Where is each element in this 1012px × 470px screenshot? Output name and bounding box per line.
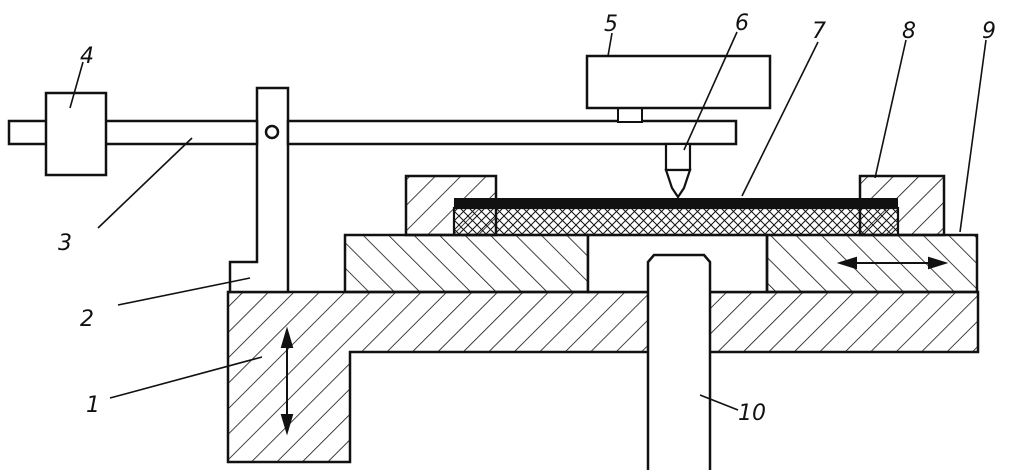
load-weight — [585, 54, 772, 110]
leader-2 — [117, 277, 251, 306]
pivot-pin — [264, 124, 280, 140]
stylus-tip — [664, 168, 692, 199]
stylus-holder — [664, 142, 692, 172]
leader-8 — [874, 39, 907, 179]
specimen-substrate — [452, 206, 900, 237]
shaft — [646, 253, 712, 470]
leader-1 — [109, 356, 263, 399]
label-9: 9 — [982, 19, 996, 44]
part-labels: 1 2 3 4 5 6 7 8 9 10 — [58, 11, 996, 426]
specimen-coating — [454, 198, 898, 208]
pivot-post — [228, 86, 290, 294]
lever-arm-left — [103, 119, 259, 146]
label-3: 3 — [58, 231, 72, 256]
leader-lines — [69, 31, 987, 411]
label-4: 4 — [80, 44, 94, 69]
table-left-block — [343, 233, 590, 294]
leader-7 — [741, 41, 819, 197]
lever-arm-right — [286, 119, 738, 146]
label-7: 7 — [812, 19, 826, 44]
horizontal-motion-arrow — [836, 256, 949, 270]
leader-5 — [607, 32, 613, 57]
vertical-motion-arrow — [280, 326, 294, 436]
leader-6 — [683, 31, 738, 151]
label-8: 8 — [902, 19, 916, 44]
leader-9 — [959, 39, 987, 233]
label-10: 10 — [738, 401, 766, 426]
leader-3 — [97, 137, 193, 229]
lever-end-rod — [7, 119, 49, 146]
counterweight — [44, 91, 108, 177]
base-frame — [226, 290, 980, 464]
load-weight-stem — [617, 107, 643, 123]
label-6: 6 — [735, 11, 749, 36]
label-2: 2 — [80, 307, 94, 332]
label-1: 1 — [86, 393, 100, 418]
leader-10 — [699, 394, 739, 411]
leader-4 — [69, 61, 84, 109]
label-5: 5 — [604, 12, 618, 37]
